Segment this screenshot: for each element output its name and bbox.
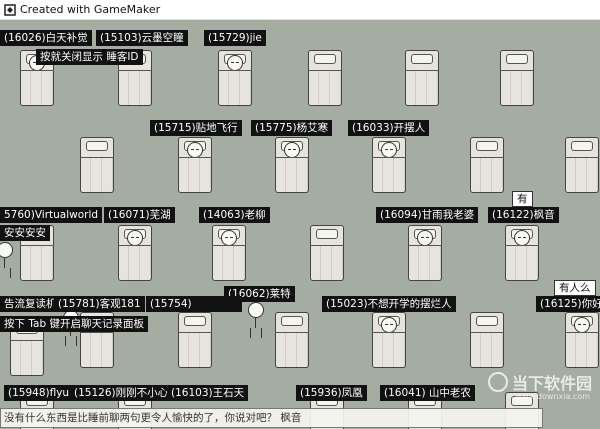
player-name-label: (15754)	[146, 296, 242, 312]
player-name-label: (16122)枫音	[488, 207, 559, 223]
sleeping-player	[187, 142, 203, 158]
sleeping-player	[127, 230, 143, 246]
bed	[405, 50, 439, 106]
sleeping-player	[227, 55, 243, 71]
chat-hint: 按下 Tab 键开启聊天记录面板	[0, 316, 148, 332]
bed	[178, 312, 212, 368]
player-name-label: (15781)客观181	[54, 296, 145, 312]
chat-bubble: 有人么	[554, 280, 596, 296]
sleeping-player	[221, 230, 237, 246]
bed	[310, 225, 344, 281]
watermark-title: 当下软件园	[511, 374, 592, 393]
bed	[118, 225, 152, 281]
bed	[212, 225, 246, 281]
sleeping-player	[381, 142, 397, 158]
bed	[500, 50, 534, 106]
player-name-label: (15103)云墨空瞳	[96, 30, 188, 46]
bed	[470, 312, 504, 368]
bed	[470, 137, 504, 193]
bed	[218, 50, 252, 106]
player-name-label: (15775)杨艾寒	[251, 120, 333, 136]
player-name-label: (14063)老柳	[199, 207, 270, 223]
sleeping-player	[417, 230, 433, 246]
window-titlebar: Created with GameMaker	[0, 0, 600, 20]
bed	[372, 137, 406, 193]
player-name-label: (15948)flyu	[4, 385, 74, 401]
player-name-label: (15729)jie	[204, 30, 266, 46]
player-name-label: 安安安安	[0, 225, 50, 241]
bed	[565, 312, 599, 368]
player-name-label: (16094)甘雨我老婆	[376, 207, 479, 223]
sleeping-player	[574, 317, 590, 333]
player-name-label: (15023)不想开学的摆烂人	[322, 296, 456, 312]
bed	[408, 225, 442, 281]
window-title: Created with GameMaker	[20, 3, 161, 16]
player-name-label: (16071)芜湖	[104, 207, 175, 223]
player-name-label: (16033)开摆人	[348, 120, 430, 136]
player-name-label: (16103)王石天	[167, 385, 249, 401]
chat-input[interactable]: 没有什么东西是比睡前聊两句更令人愉快的了，你说对吧？ 枫音	[0, 408, 543, 428]
standing-player[interactable]	[0, 242, 16, 278]
toggle-id-hint: 按就关闭显示 睡客ID	[36, 49, 143, 65]
watermark-logo-icon	[487, 372, 508, 392]
watermark: 当下软件园	[487, 370, 592, 394]
bed	[372, 312, 406, 368]
player-name-label: (15715)贴地飞行	[150, 120, 242, 136]
player-name-label: (16041) 山中老农	[380, 385, 475, 401]
player-name-label: (15936)凤凰	[296, 385, 367, 401]
bed	[275, 312, 309, 368]
sleeping-player	[381, 317, 397, 333]
player-name-label: 告流复读机	[0, 296, 61, 312]
bed	[308, 50, 342, 106]
game-world[interactable]: (16026)白天补觉 (15103)云墨空瞳 (15729)jie 按就关闭显…	[0, 20, 600, 429]
player-name-label: (16026)白天补觉	[0, 30, 92, 46]
watermark-url: www.downxia.com	[515, 392, 590, 401]
standing-player[interactable]	[245, 302, 267, 338]
bed	[565, 137, 599, 193]
chat-bubble: 有	[512, 191, 533, 207]
gamemaker-icon	[4, 3, 16, 16]
bed	[178, 137, 212, 193]
bed	[505, 225, 539, 281]
player-name-label: 5760)Virtualworld	[0, 207, 103, 223]
bed	[80, 137, 114, 193]
bed	[275, 137, 309, 193]
sleeping-player	[514, 230, 530, 246]
player-name-label: (16125)你好	[536, 296, 600, 312]
sleeping-player	[284, 142, 300, 158]
